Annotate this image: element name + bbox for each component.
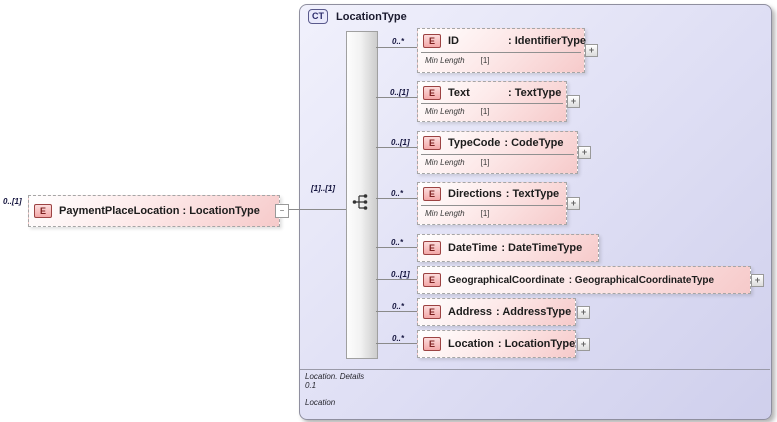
element-icon: E (34, 204, 52, 218)
footer-cardinality: 0.1 (305, 381, 317, 390)
facet-row: Min Length [1] (421, 154, 574, 167)
cardinality-label: 0..* (392, 37, 405, 46)
element-box-location[interactable]: E Location : LocationType (417, 330, 576, 358)
element-box-geographicalcoordinate[interactable]: E GeographicalCoordinate : GeographicalC… (417, 266, 751, 294)
element-icon: E (423, 85, 441, 100)
element-icon: E (423, 305, 441, 319)
cardinality-label: 0..* (392, 302, 405, 311)
facet-name: Min Length (425, 158, 465, 167)
expand-icon[interactable]: + (751, 274, 764, 287)
expand-icon[interactable]: + (577, 338, 590, 351)
complextype-title: LocationType (336, 10, 407, 23)
element-box-datetime[interactable]: E DateTime : DateTimeType (417, 234, 599, 262)
footer-divider (300, 369, 770, 370)
facet-value: [1] (480, 158, 490, 167)
cardinality-label: 0..* (391, 189, 404, 198)
element-name: ID (448, 34, 459, 47)
footer-annotation-line1: Location. Details (305, 372, 365, 381)
facet-name: Min Length (425, 209, 465, 218)
element-icon: E (423, 273, 441, 287)
element-name: TypeCode (448, 137, 501, 149)
element-name: Address (448, 306, 493, 318)
cardinality-label: 0..* (391, 238, 404, 247)
group-cardinality-label: [1]..[1] (311, 184, 335, 193)
element-label: PaymentPlaceLocation : LocationType (59, 205, 260, 217)
element-type: : IdentifierType (508, 34, 587, 47)
facet-row: Min Length [1] (421, 103, 563, 116)
element-name: DateTime (448, 242, 498, 254)
facet-value: [1] (480, 209, 490, 218)
expand-icon[interactable]: + (577, 306, 590, 319)
element-type: : TextType (505, 188, 560, 200)
connector-line (376, 198, 417, 199)
element-box-directions[interactable]: E Directions : TextType Min Length [1] (417, 182, 567, 225)
element-icon: E (423, 33, 441, 48)
connector-line (376, 147, 417, 148)
facet-row: Min Length [1] (421, 205, 563, 218)
element-box-typecode[interactable]: E TypeCode : CodeType Min Length [1] (417, 131, 578, 174)
connector-line (376, 47, 417, 48)
facet-name: Min Length (425, 107, 465, 116)
sequence-icon (352, 194, 368, 210)
facet-value: [1] (480, 56, 490, 65)
connector-line (376, 247, 417, 248)
element-box-id[interactable]: E ID : IdentifierType Min Length [1] (417, 28, 587, 73)
element-type: : CodeType (504, 137, 564, 149)
cardinality-label: 0..[1] (391, 270, 410, 279)
connector-line (376, 279, 417, 280)
expand-icon[interactable]: + (578, 146, 591, 159)
facet-name: Min Length (425, 56, 465, 65)
element-type: : LocationType (497, 338, 576, 350)
root-connector-line (281, 209, 352, 210)
cardinality-label: 0..[1] (391, 138, 410, 147)
facet-row: Min Length [1] (421, 52, 581, 65)
complextype-header: CT LocationType (308, 9, 407, 24)
element-type: : GeographicalCoordinateType (568, 274, 715, 286)
element-type: : TextType (508, 86, 562, 99)
sequence-bar[interactable] (346, 31, 378, 359)
element-icon: E (423, 337, 441, 351)
connector-line (376, 343, 417, 344)
collapse-toggle-icon[interactable]: − (275, 204, 289, 218)
facet-value: [1] (480, 107, 490, 116)
connector-line (376, 311, 417, 312)
connector-line (376, 97, 417, 98)
element-icon: E (423, 187, 441, 201)
element-name: Text (448, 86, 470, 99)
expand-icon[interactable]: + (585, 44, 598, 57)
element-name: Location (448, 338, 494, 350)
element-box-address[interactable]: E Address : AddressType (417, 298, 576, 326)
expand-icon[interactable]: + (567, 197, 580, 210)
element-box-text[interactable]: E Text : TextType Min Length [1] (417, 81, 567, 122)
element-icon: E (423, 136, 441, 150)
element-type: : AddressType (496, 306, 572, 318)
complextype-badge-icon: CT (308, 9, 328, 24)
element-box-paymentplacelocation[interactable]: E PaymentPlaceLocation : LocationType (28, 195, 280, 227)
element-type: : DateTimeType (501, 242, 583, 254)
footer-source-label: Location (305, 398, 336, 407)
root-cardinality-label: 0..[1] (3, 197, 22, 206)
element-icon: E (423, 241, 441, 255)
expand-icon[interactable]: + (567, 95, 580, 108)
cardinality-label: 0..[1] (390, 88, 409, 97)
element-name: Directions (448, 188, 502, 200)
cardinality-label: 0..* (392, 334, 405, 343)
element-name: GeographicalCoordinate (448, 274, 565, 286)
